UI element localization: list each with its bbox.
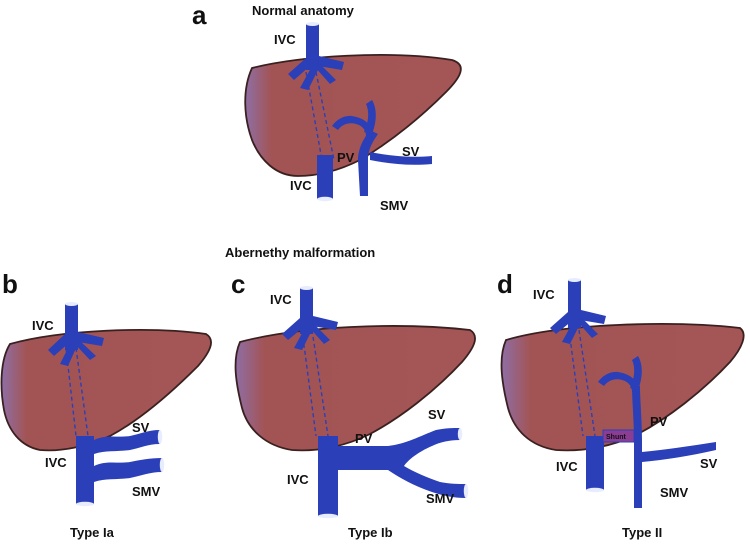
liver-d — [500, 323, 745, 452]
label-shunt-d: Shunt — [606, 434, 626, 441]
label-smv-b: SMV — [132, 484, 161, 499]
caption-c: Type Ib — [348, 525, 393, 540]
label-smv-c: SMV — [426, 491, 455, 506]
liver-b — [0, 329, 212, 452]
section-title: Abernethy malformation — [225, 245, 375, 260]
panel-letter-c: c — [231, 269, 245, 299]
label-ivc-top-c: IVC — [270, 292, 292, 307]
label-smv-d: SMV — [660, 485, 689, 500]
shunt-vessel — [602, 429, 635, 443]
vessels-d — [550, 280, 716, 508]
label-sv-b: SV — [132, 420, 150, 435]
caption-d: Type II — [622, 525, 662, 540]
label-ivc-bottom-b: IVC — [45, 455, 67, 470]
vessels-b — [48, 304, 162, 504]
label-pv-d: PV — [650, 414, 668, 429]
vessels-c — [282, 288, 466, 516]
vessel-caps-a — [306, 22, 333, 202]
panel-a: a Normal anatomy IVC IV — [192, 0, 462, 213]
hepatic-dashes-c — [301, 329, 329, 437]
label-ivc-bottom-c: IVC — [287, 472, 309, 487]
panel-a-title: Normal anatomy — [252, 3, 355, 18]
panel-letter-a: a — [192, 0, 207, 30]
liver-a — [244, 54, 462, 177]
liver-c — [234, 325, 476, 452]
vessel-caps-d — [568, 278, 604, 493]
panel-d: d Shunt IVC IVC — [497, 269, 745, 540]
vessels-a — [288, 24, 432, 199]
label-sv-d: SV — [700, 456, 718, 471]
label-pv-a: PV — [337, 150, 355, 165]
label-ivc-top-a: IVC — [274, 32, 296, 47]
panel-c: c IVC IVC PV SV SMV Type Ib — [231, 269, 476, 540]
caption-b: Type Ia — [70, 525, 115, 540]
hepatic-dashes-d — [568, 329, 596, 437]
panel-letter-b: b — [2, 269, 18, 299]
vessel-caps-c — [300, 286, 469, 519]
vessel-caps-b — [65, 302, 165, 507]
label-ivc-bottom-a: IVC — [290, 178, 312, 193]
label-ivc-top-b: IVC — [32, 318, 54, 333]
label-ivc-top-d: IVC — [533, 287, 555, 302]
panel-b: b IVC IVC SV SMV Type Ia — [0, 269, 212, 540]
label-smv-a: SMV — [380, 198, 409, 213]
label-ivc-bottom-d: IVC — [556, 459, 578, 474]
label-sv-a: SV — [402, 144, 420, 159]
label-sv-c: SV — [428, 407, 446, 422]
label-pv-c: PV — [355, 431, 373, 446]
panel-letter-d: d — [497, 269, 513, 299]
